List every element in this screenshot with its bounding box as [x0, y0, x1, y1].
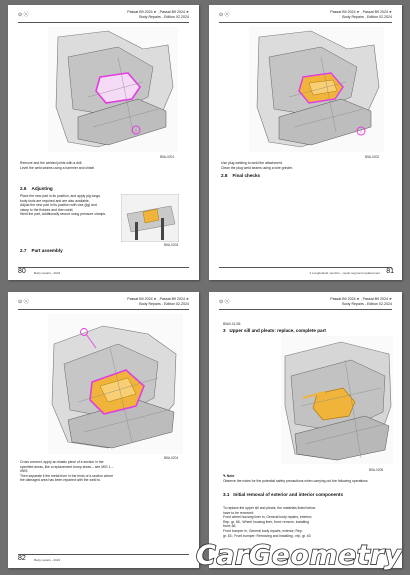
page-2: ⊙ ⓥ Passat B9 2024 ➤ , Passat B9 2024 ➤ … — [209, 5, 402, 280]
header-rule — [219, 22, 392, 23]
instruction-list: Place the new part in its position, and … — [20, 194, 107, 217]
instruction-list: Cross connect, apply an elastic piece of… — [20, 460, 114, 483]
page-4: ⊙ ⓥ Passat B9 2024 ➤ , Passat B9 2024 ➤ … — [209, 292, 402, 568]
section-heading: 2.6 Adjusting — [20, 186, 53, 191]
page-footer: Body repairs - 2024 — [34, 271, 61, 275]
footer-rule — [18, 267, 189, 268]
svg-text:1: 1 — [360, 129, 363, 134]
document-reference: B5A0-01-B5 — [223, 322, 241, 326]
instruction-list: Use plug welding to weld the attachment.… — [221, 161, 293, 170]
footer-rule — [219, 267, 392, 268]
manufacturer-logo-icon: ⊙ ⓥ — [219, 12, 230, 18]
page-footer: 4 Longitudinal member - repair segment r… — [309, 271, 380, 275]
figure-code: B5A-0205 — [369, 468, 384, 472]
page-3: ⊙ ⓥ Passat B9 2024 ➤ , Passat B9 2024 ➤ … — [8, 292, 199, 568]
footer-rule — [18, 554, 189, 555]
body-structure-figure — [281, 336, 393, 464]
header-rule — [219, 309, 392, 310]
page-1: ⊙ ⓥ Passat B9 2024 ➤ , Passat B9 2024 ➤ … — [8, 5, 199, 280]
page-number: 81 — [386, 268, 394, 275]
note-box: ✎ Note Observe the notes for the potenti… — [223, 474, 368, 483]
note-icon: ✎ — [223, 474, 226, 478]
section-heading: 3 Upper sill and pleats: replace, comple… — [223, 328, 326, 333]
figure-code: B5A-0201 — [160, 155, 175, 159]
section-heading: 2.7 Part assembly — [20, 248, 63, 253]
body-structure-figure: 1 — [48, 27, 178, 152]
body-structure-figure: 1 — [249, 27, 384, 152]
header-rule — [18, 309, 189, 310]
page-number: 82 — [18, 555, 26, 562]
instruction-list: Remove and the welded joints with a dril… — [20, 161, 96, 170]
page-header: Passat B9 2024 ➤ , Passat B9 2024 ➤ Body… — [330, 297, 392, 306]
watermark-text: CarGeometry — [196, 540, 402, 571]
figure-code: B5A-0202 — [365, 155, 380, 159]
page-header: Passat B9 2024 ➤ , Passat B9 2024 ➤ Body… — [127, 10, 189, 19]
figure-code: B5A-0204 — [164, 456, 179, 460]
manufacturer-logo-icon: ⊙ ⓥ — [18, 299, 29, 305]
figure-code: B5A-0203 — [164, 243, 179, 247]
page-footer: Body repairs - 2024 — [34, 558, 61, 562]
page-header: Passat B9 2024 ➤ , Passat B9 2024 ➤ Body… — [330, 10, 392, 19]
manufacturer-logo-icon: ⊙ ⓥ — [219, 299, 230, 305]
section-heading: 2.8 Final checks — [221, 173, 261, 178]
page-header: Passat B9 2024 ➤ , Passat B9 2024 ➤ Body… — [127, 297, 189, 306]
clamp-detail-figure — [121, 194, 179, 242]
header-rule — [18, 22, 189, 23]
manufacturer-logo-icon: ⊙ ⓥ — [18, 12, 29, 18]
instruction-list: To replace the upper sill and pleats, th… — [223, 506, 316, 538]
cargeometry-watermark-logo: CarGeometry — [195, 539, 402, 571]
svg-text:1: 1 — [135, 128, 138, 133]
page-number: 80 — [18, 268, 26, 275]
body-structure-figure — [48, 314, 183, 454]
section-heading: 3.1 Initial removal of exterior and inte… — [223, 492, 343, 497]
